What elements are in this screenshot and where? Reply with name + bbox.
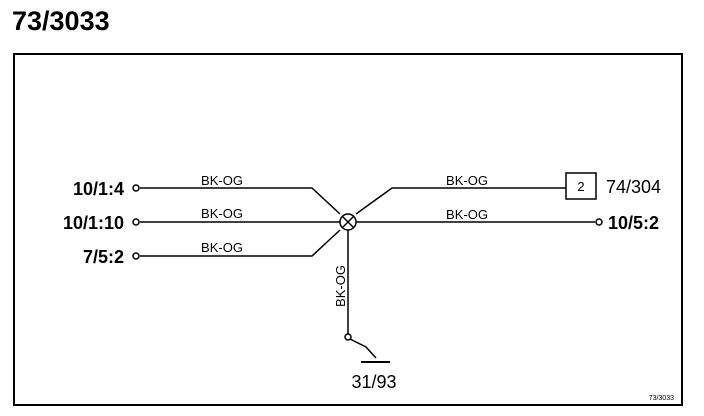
connector-left-mid: 10/1:10 (63, 213, 124, 233)
wire-label-left-top: BK-OG (201, 173, 243, 188)
connector-right-bottom: 10/5:2 (608, 213, 659, 233)
connector-ground: 31/93 (351, 372, 396, 392)
splice-icon (339, 213, 357, 231)
wire-label-left-bottom: BK-OG (201, 240, 243, 255)
footer-ref: 73/3033 (649, 395, 674, 402)
terminal-icon (132, 252, 140, 260)
terminal-icon (595, 218, 603, 226)
terminal-icon (132, 218, 140, 226)
wire-label-right-top: BK-OG (446, 173, 488, 188)
wire-left-bottom (140, 229, 341, 257)
terminal-icon (132, 184, 140, 192)
component-box-label: 2 (577, 179, 584, 194)
wire-right-top (355, 187, 566, 215)
component-box (565, 172, 597, 200)
diagram-frame (13, 53, 683, 406)
connector-left-top: 10/1:4 (73, 179, 124, 199)
wire-label-right-bottom: BK-OG (446, 207, 488, 222)
wire-left-top (140, 187, 341, 215)
wire-label-left-mid: BK-OG (201, 206, 243, 221)
wire-label-down: BK-OG (333, 265, 348, 307)
connector-right-top: 74/304 (606, 177, 661, 197)
terminal-icon (344, 333, 352, 341)
page-title: 73/3033 (12, 6, 110, 36)
connector-left-bottom: 7/5:2 (83, 247, 124, 267)
ground-icon (349, 338, 390, 363)
